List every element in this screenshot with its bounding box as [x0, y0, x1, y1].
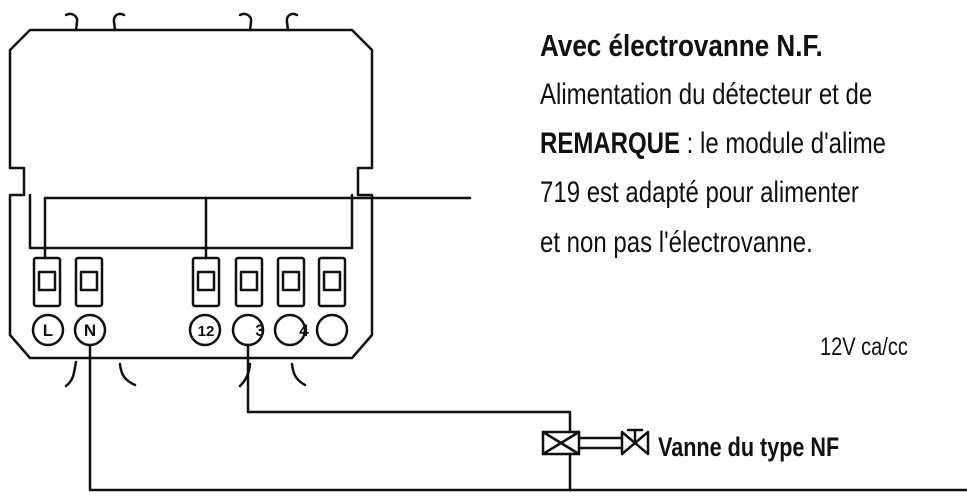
diagram-title: Avec électrovanne N.F. — [540, 28, 823, 63]
terminal-label-4: 4 — [299, 321, 309, 340]
valve-label: Vanne du type NF — [658, 432, 840, 462]
remark-text: : le module d'alime — [680, 127, 887, 160]
terminal-label-3: 3 — [255, 321, 264, 340]
detector-module-body — [8, 28, 374, 360]
wire-n-return — [88, 343, 967, 492]
remark-label: REMARQUE — [540, 127, 681, 160]
solenoid-valve-symbol — [541, 428, 650, 456]
terminal-label-n: N — [84, 321, 96, 340]
description-line-3: 719 est adapté pour alimenter — [540, 176, 859, 209]
remark-line: REMARQUE : le module d'alime — [540, 127, 886, 161]
mounting-clips-bottom — [64, 360, 307, 388]
terminal-label-12: 12 — [198, 323, 215, 340]
module-inner-step — [28, 193, 354, 250]
wire-terminal-3-to-valve — [246, 343, 572, 434]
mounting-clips-top — [64, 12, 299, 32]
terminal-label-l: L — [43, 321, 53, 340]
description-line-1: Alimentation du détecteur et de — [540, 78, 873, 111]
voltage-label: 12V ca/cc — [820, 333, 908, 361]
description-line-4: et non pas l'électrovanne. — [540, 226, 813, 259]
terminal-blocks — [32, 256, 347, 308]
